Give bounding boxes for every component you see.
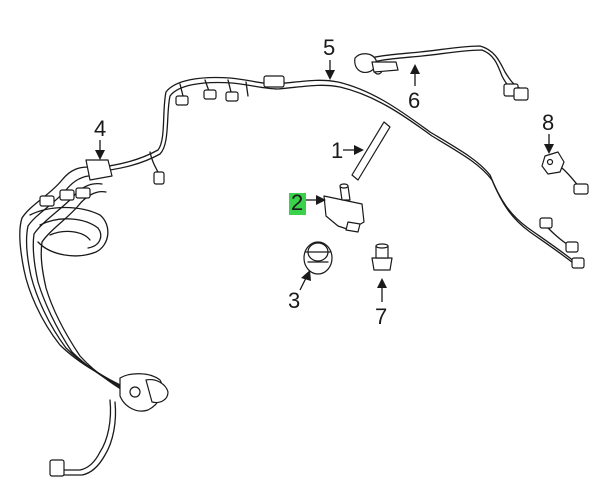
callout-2[interactable]: 2: [291, 190, 303, 215]
callout-3[interactable]: 3: [288, 288, 300, 313]
callout-5[interactable]: 5: [323, 35, 335, 60]
callout-2-highlight: [289, 193, 306, 215]
wiring-harness[interactable]: [19, 75, 585, 477]
upper-right-harness[interactable]: [354, 45, 529, 101]
callout-1[interactable]: 1: [331, 138, 343, 163]
callout-8[interactable]: 8: [542, 110, 554, 135]
part-8-sensor[interactable]: [541, 151, 589, 195]
callout-6[interactable]: 6: [408, 88, 420, 113]
callout-labels: 1 2 3 4 5 6 7 8: [94, 35, 554, 329]
callout-4[interactable]: 4: [94, 116, 106, 141]
part-3-grommet[interactable]: [303, 241, 333, 275]
part-7-bolt[interactable]: [371, 243, 393, 271]
part-2-sensor[interactable]: [323, 183, 365, 233]
part-1-rod[interactable]: [351, 121, 391, 181]
callout-leaders: [95, 60, 554, 302]
callout-7[interactable]: 7: [375, 304, 387, 329]
